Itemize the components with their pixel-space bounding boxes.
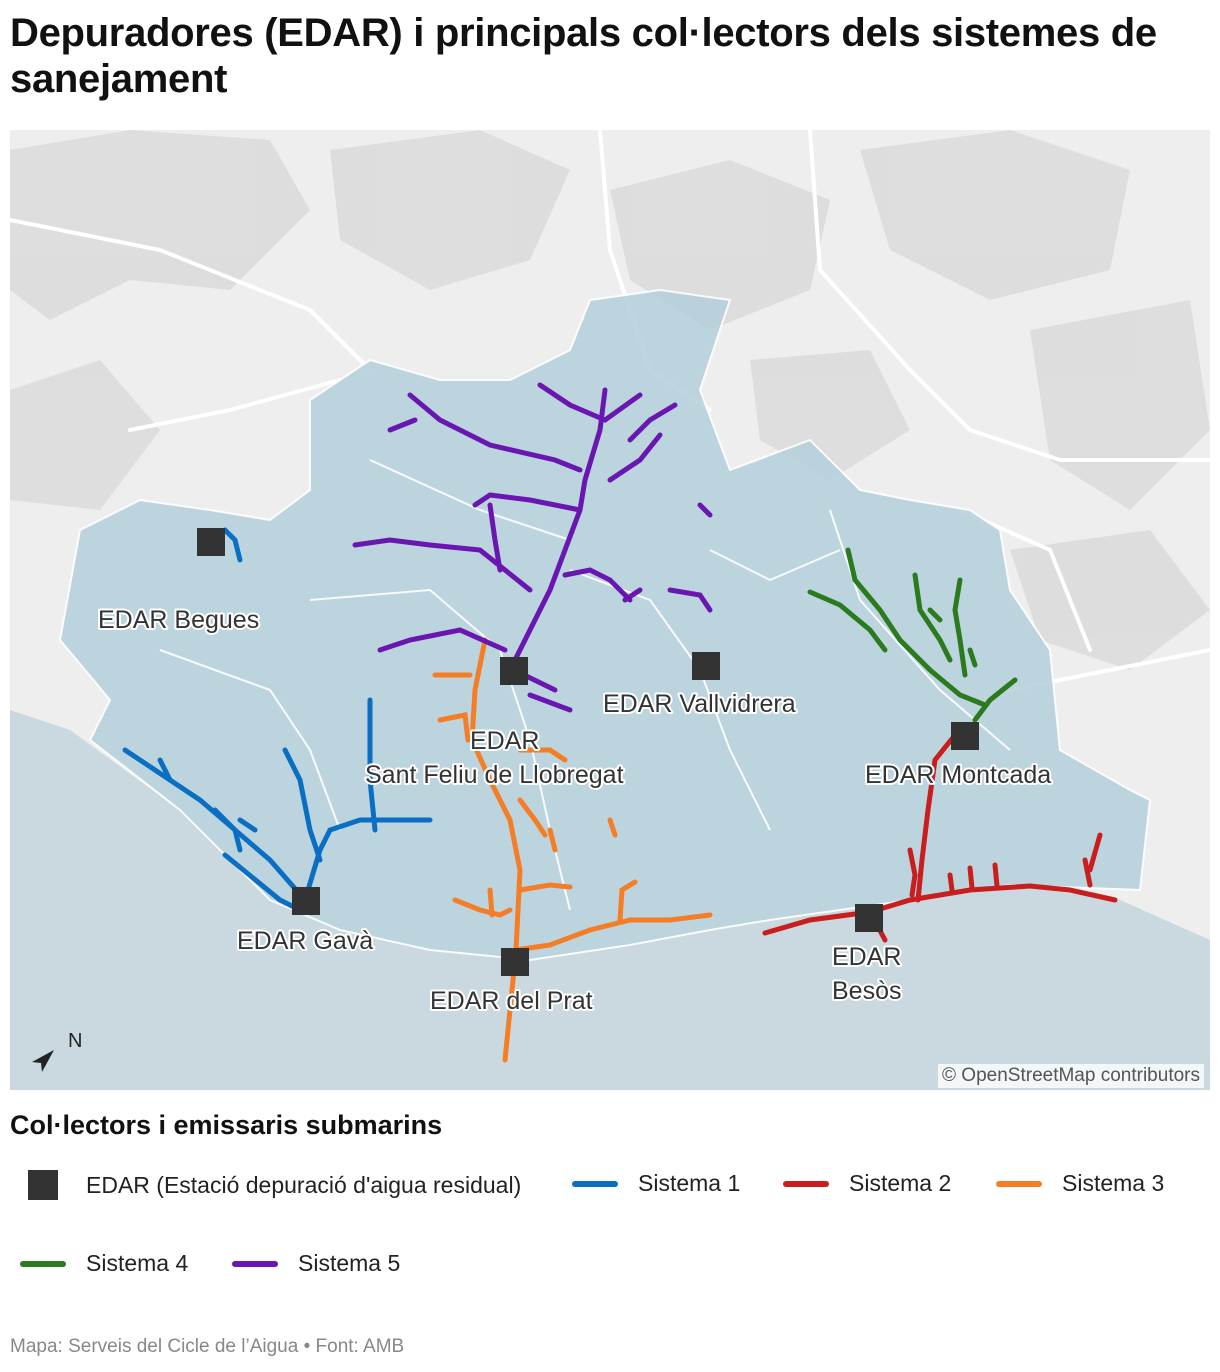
legend-item-sistema-2: Sistema 2 (783, 1170, 951, 1197)
roads (10, 130, 1210, 692)
edar-gava-label: EDAR Gavà (237, 927, 373, 955)
edar-markers (197, 528, 979, 976)
line-swatch-icon (572, 1180, 618, 1187)
legend-item-sistema-5: Sistema 5 (232, 1250, 400, 1277)
source-footer: Mapa: Serveis del Cicle de l’Aigua • Fon… (10, 1336, 405, 1357)
legend-item-sistema-3: Sistema 3 (996, 1170, 1164, 1197)
north-arrow: N (28, 1030, 88, 1080)
line-swatch-icon (232, 1260, 278, 1267)
legend-title: Col·lectors i emissaris submarins (10, 1110, 443, 1140)
edar-prat-marker (501, 948, 529, 976)
edar-vallvidrera-marker (692, 652, 720, 680)
edar-begues-label: EDAR Begues (98, 606, 259, 634)
edar-vallvidrera-label: EDAR Vallvidrera (603, 690, 796, 718)
edar-sant-feliu-label-line2: Sant Feliu de Llobregat (365, 761, 624, 789)
map-canvas[interactable]: EDAR Begues EDAR Vallvidrera EDAR Sant F… (10, 130, 1210, 1090)
sea (10, 710, 1210, 1090)
edar-besos-marker (855, 904, 883, 932)
terrain-shading (10, 130, 1210, 670)
edar-montcada-label: EDAR Montcada (865, 761, 1051, 789)
edar-sant-feliu-marker (500, 657, 528, 685)
edar-begues-marker (197, 528, 225, 556)
edar-square-icon (28, 1170, 58, 1200)
legend-item-edar: EDAR (Estació depuració d'aigua residual… (10, 1170, 521, 1200)
sistema-4-collectors (807, 547, 1018, 723)
legend-label: Sistema 2 (849, 1170, 952, 1196)
line-swatch-icon (783, 1180, 829, 1187)
edar-gava-marker (292, 887, 320, 915)
map-attribution[interactable]: © OpenStreetMap contributors (938, 1064, 1204, 1088)
legend-item-sistema-1: Sistema 1 (572, 1170, 740, 1197)
legend-label: Sistema 3 (1062, 1170, 1165, 1196)
edar-sant-feliu-label-line1: EDAR (470, 727, 539, 755)
north-arrow-icon (32, 1050, 54, 1072)
legend-item-sistema-4: Sistema 4 (20, 1250, 188, 1277)
north-label: N (68, 1030, 83, 1052)
sistema-1-collectors (122, 527, 433, 913)
legend-label: Sistema 5 (298, 1250, 401, 1276)
line-swatch-icon (996, 1180, 1042, 1187)
legend-label: Sistema 4 (86, 1250, 189, 1276)
catchment-area (58, 288, 1152, 962)
edar-prat-label: EDAR del Prat (430, 987, 593, 1015)
legend-label: Sistema 1 (638, 1170, 741, 1196)
legend-label: EDAR (Estació depuració d'aigua residual… (86, 1171, 522, 1198)
map-title: Depuradores (EDAR) i principals col·lect… (10, 11, 1157, 101)
edar-besos-label-line1: EDAR (832, 943, 901, 971)
line-swatch-icon (20, 1260, 66, 1267)
sistema-5-collectors (352, 382, 713, 713)
edar-montcada-marker (951, 722, 979, 750)
edar-besos-label-line2: Besòs (832, 977, 901, 1005)
sistema-2-collectors (762, 732, 1118, 943)
